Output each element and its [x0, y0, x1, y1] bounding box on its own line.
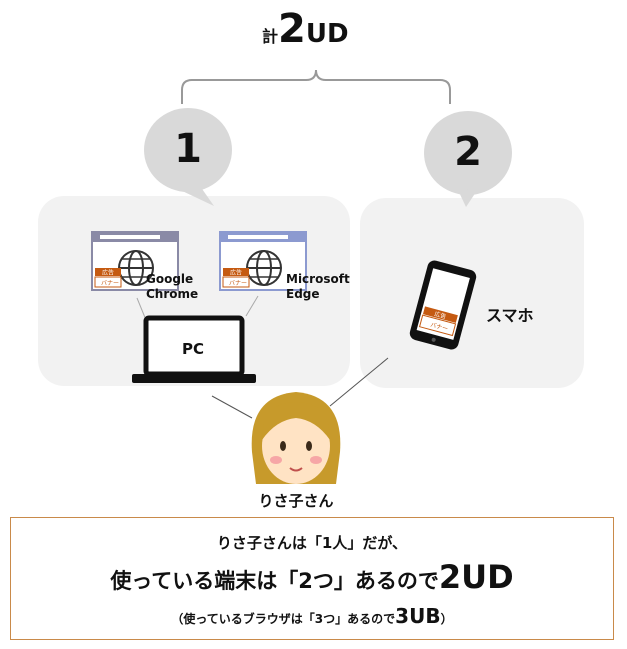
total-label: 計2UD	[262, 6, 349, 52]
smartphone-icon: 広告 バナー	[409, 260, 477, 350]
total-unit: UD	[305, 19, 349, 49]
summary-box: りさ子さんは「1人」だが、 使っている端末は「2つ」あるので2UD （使っている…	[10, 517, 614, 640]
banner-label-chrome: バナー	[101, 280, 119, 287]
summary-line-3: （使っているブラウザは「3つ」あるので3UB）	[11, 604, 613, 628]
browser-label-edge: Microsoft Edge	[286, 272, 350, 302]
pc-label: PC	[181, 340, 204, 358]
browser-label-chrome-line1: Google	[146, 272, 194, 286]
group-number-2: 2	[454, 129, 482, 175]
summary-line-2-value: 2UD	[438, 558, 514, 596]
browser-window-chrome: 広告 バナー	[91, 231, 179, 291]
banner-label-edge: バナー	[229, 280, 247, 287]
browser-label-chrome: Google Chrome	[146, 272, 198, 302]
summary-line-3-close: ）	[440, 612, 453, 626]
browser-window-edge: 広告 バナー	[219, 231, 307, 291]
browser-label-chrome-line2: Chrome	[146, 287, 199, 301]
banner-label-phone: バナー	[430, 322, 449, 333]
total-bracket	[181, 69, 451, 104]
group-number-1: 1	[174, 126, 202, 172]
bubble-group-2	[424, 111, 512, 207]
globe-icon	[246, 250, 282, 286]
total-prefix: 計	[262, 27, 279, 46]
browser-label-edge-line2: Edge	[286, 287, 320, 301]
summary-line-3-text: （使っているブラウザは「3つ」あるので	[171, 612, 396, 626]
phone-label: スマホ	[486, 306, 534, 325]
person-avatar	[251, 392, 341, 484]
summary-line-1: りさ子さんは「1人」だが、	[216, 534, 408, 552]
summary-line-2-text: 使っている端末は「2つ」あるので	[110, 569, 439, 593]
bubble-group-1	[144, 108, 232, 206]
ad-label-chrome: 広告	[102, 269, 114, 277]
summary-line-3-value: 3UB	[395, 604, 441, 628]
total-number: 2	[278, 6, 306, 52]
summary-line-2: 使っている端末は「2つ」あるので2UD	[11, 558, 613, 596]
browser-label-edge-line1: Microsoft	[286, 272, 350, 286]
ad-label-edge: 広告	[230, 269, 242, 277]
person-name: りさ子さん	[258, 492, 334, 510]
laptop-icon	[132, 315, 256, 383]
ad-label-phone: 広告	[433, 310, 447, 321]
